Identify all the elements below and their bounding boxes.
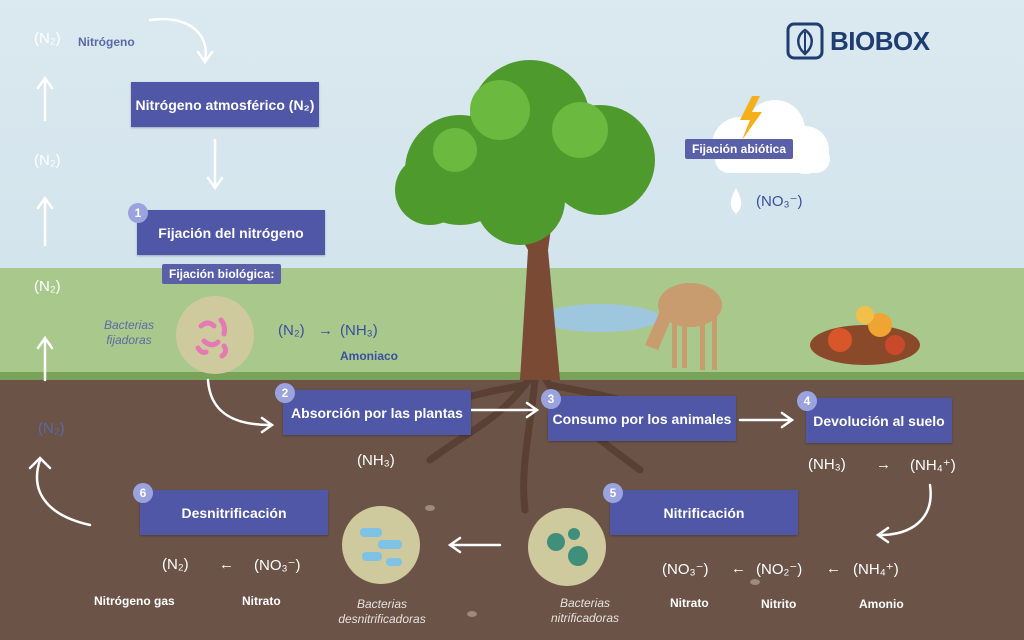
pond bbox=[540, 304, 660, 332]
step-4: 4 bbox=[797, 391, 817, 411]
compost-pile bbox=[810, 306, 920, 365]
nitrate-label: Nitrato bbox=[670, 596, 709, 610]
return-product: (NH₄⁺) bbox=[910, 457, 956, 474]
step-3: 3 bbox=[541, 389, 561, 409]
box-atmospheric-nitrogen: Nitrógeno atmosférico (N₂) bbox=[131, 82, 319, 127]
box-plant-absorption: Absorción por las plantas bbox=[283, 390, 471, 435]
nitrification-no2: (NO₂⁻) bbox=[756, 561, 803, 578]
fixation-product: (NH₃) bbox=[340, 322, 378, 339]
denitrification-arrow: ← bbox=[219, 556, 234, 573]
nitrification-arrow-1: ← bbox=[731, 560, 746, 577]
n2-c: (N₂) bbox=[38, 420, 65, 437]
box-nitrogen-fixation: Fijación del nitrógeno bbox=[137, 210, 325, 255]
nitrification-no3: (NO₃⁻) bbox=[662, 561, 709, 578]
nitrification-nh4: (NH₄⁺) bbox=[853, 561, 899, 578]
cloud bbox=[712, 100, 830, 174]
nitrogen-label: Nitrógeno bbox=[78, 35, 135, 49]
fixation-arrow: → bbox=[318, 322, 333, 339]
tree-canopy bbox=[395, 60, 655, 245]
abiotic-formula: (NO₃⁻) bbox=[756, 193, 803, 210]
box-return-to-soil: Devolución al suelo bbox=[806, 398, 952, 443]
raindrop-icon bbox=[730, 188, 742, 214]
n2-top: (N₂) bbox=[34, 30, 61, 47]
box-nitrification: Nitrificación bbox=[610, 490, 798, 535]
return-arrow: → bbox=[876, 456, 891, 473]
step-5: 5 bbox=[603, 483, 623, 503]
box-denitrification: Desnitrificación bbox=[140, 490, 328, 535]
biological-fixation-label: Fijación biológica: bbox=[162, 264, 282, 284]
tree-trunk bbox=[500, 190, 560, 380]
denitrifying-bacteria-circle bbox=[342, 506, 420, 584]
denitrification-n2: (N₂) bbox=[162, 556, 189, 573]
n2-b: (N₂) bbox=[34, 278, 61, 295]
nitrifying-bacteria-circle bbox=[528, 508, 606, 586]
nitrogen-gas-label: Nitrógeno gas bbox=[94, 594, 175, 608]
cycle-arrows bbox=[28, 17, 932, 554]
nitrifying-bacteria-label: Bacterias nitrificadoras bbox=[550, 596, 620, 625]
logo-text: BIOBOX bbox=[830, 25, 930, 56]
n2-a: (N₂) bbox=[34, 152, 61, 169]
denitrifying-bacteria-label: Bacterias desnitrificadoras bbox=[338, 597, 426, 626]
nitrite-label: Nitrito bbox=[761, 597, 797, 611]
denitrification-nitrate-label: Nitrato bbox=[242, 594, 281, 608]
biobox-logo: BIOBOX bbox=[786, 22, 930, 60]
step-1: 1 bbox=[128, 203, 148, 223]
fixing-bacteria-label: Bacterias fijadoras bbox=[103, 318, 155, 347]
fixation-reactant: (N₂) bbox=[278, 322, 305, 339]
biobox-logo-icon bbox=[786, 22, 824, 60]
nitrification-arrow-2: ← bbox=[826, 560, 841, 577]
deer bbox=[645, 283, 722, 370]
fixing-bacteria-circle bbox=[176, 296, 254, 374]
step-6: 6 bbox=[133, 483, 153, 503]
ammonium-label: Amonio bbox=[859, 597, 904, 611]
box-animal-consumption: Consumo por los animales bbox=[548, 396, 736, 441]
return-reactant: (NH₃) bbox=[808, 456, 846, 473]
ammonia-label: Amoniaco bbox=[340, 349, 399, 363]
step-2: 2 bbox=[275, 383, 295, 403]
grass-edge bbox=[0, 372, 1024, 380]
denitrification-no3: (NO₃⁻) bbox=[254, 557, 301, 574]
lightning-icon bbox=[740, 96, 762, 140]
abiotic-fixation-label: Fijación abiótica bbox=[685, 139, 794, 159]
absorption-formula: (NH₃) bbox=[357, 452, 395, 469]
